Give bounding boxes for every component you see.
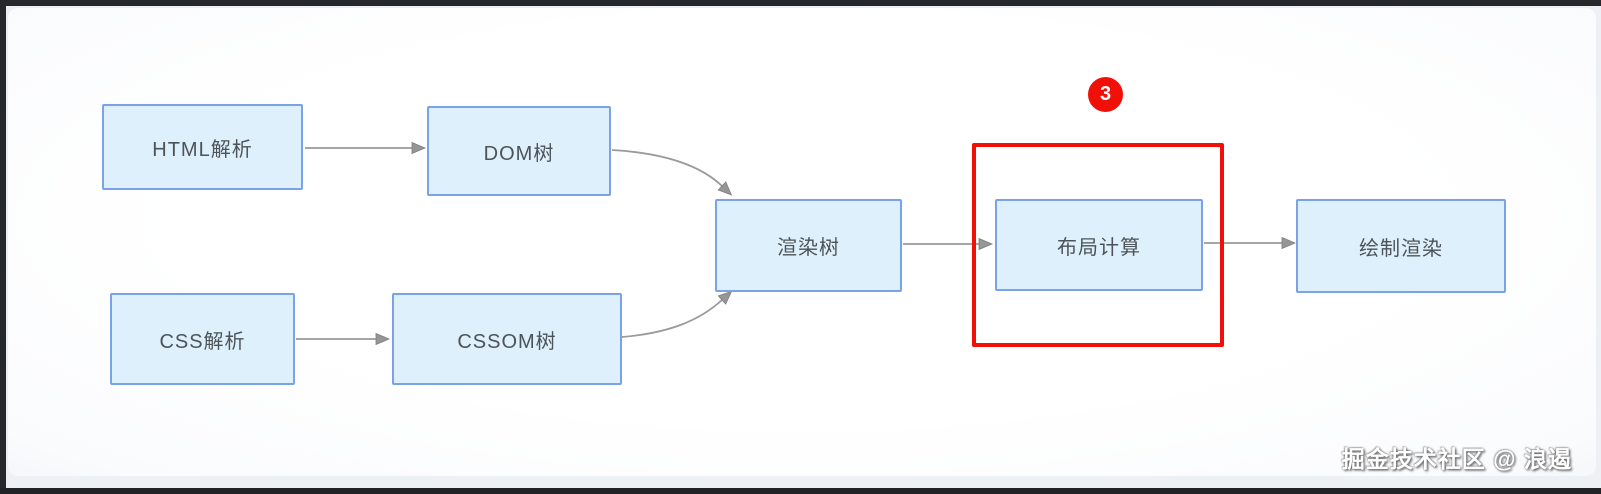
- step-badge: 3: [1088, 77, 1123, 112]
- node-cssom-tree: CSSOM树: [392, 293, 622, 385]
- frame-left-bar: [0, 0, 6, 494]
- node-dom-tree: DOM树: [427, 106, 611, 196]
- node-css-parse: CSS解析: [110, 293, 295, 385]
- watermark-text: 掘金技术社区 @ 浪遏: [1341, 446, 1572, 472]
- node-render-tree: 渲染树: [715, 199, 902, 292]
- node-html-parse: HTML解析: [102, 104, 303, 190]
- frame-top-bar: [0, 0, 1601, 6]
- node-layout-calc: 布局计算: [995, 199, 1203, 291]
- highlight-rectangle: [972, 143, 1224, 347]
- frame-bottom-bar: [0, 488, 1601, 494]
- node-paint-render: 绘制渲染: [1296, 199, 1506, 293]
